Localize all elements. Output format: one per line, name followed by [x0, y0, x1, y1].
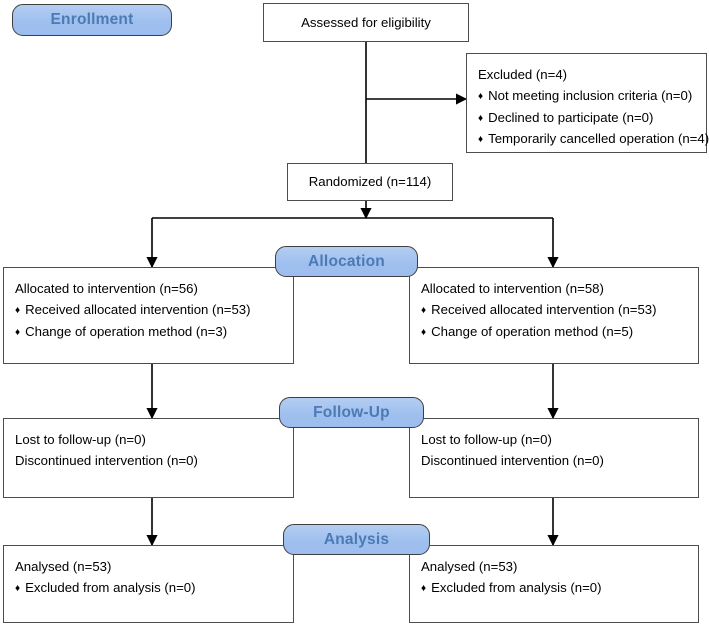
stage-label-enrollment: Enrollment — [50, 11, 134, 28]
stage-badge-allocation: Allocation — [275, 246, 418, 277]
stage-label-allocation: Allocation — [308, 252, 385, 270]
stage-label-analysis: Analysis — [323, 530, 390, 548]
node-line: Analysed (n=53) — [421, 559, 518, 574]
node-line: Discontinued intervention (n=0) — [421, 453, 604, 469]
node-analysis-left: Analysed (n=53) Excluded from analysis (… — [3, 545, 294, 623]
node-line: Discontinued intervention (n=0) — [15, 453, 198, 469]
stage-badge-followup: Follow-Up — [279, 397, 424, 428]
node-randomized: Randomized (n=114) — [287, 163, 453, 201]
stage-badge-analysis: Analysis — [283, 524, 430, 555]
node-line: Not meeting inclusion criteria (n=0) — [478, 85, 695, 106]
node-line: Temporarily cancelled operation (n=4) — [478, 128, 709, 149]
node-allocation-right: Allocated to intervention (n=58) Receive… — [409, 267, 699, 364]
node-line: Change of operation method (n=5) — [421, 321, 687, 342]
node-excluded: Excluded (n=4) Not meeting inclusion cri… — [466, 53, 709, 153]
node-line: Allocated to intervention (n=56) — [15, 281, 198, 296]
node-text: Randomized (n=114) — [308, 174, 432, 190]
node-line: Excluded (n=4) — [478, 67, 568, 82]
stage-label-followup: Follow-Up — [313, 403, 390, 421]
node-line: Lost to follow-up (n=0) — [15, 432, 146, 447]
node-line: Excluded from analysis (n=0) — [15, 577, 282, 598]
node-line: Received allocated intervention (n=53) — [421, 299, 687, 320]
node-line: Allocated to intervention (n=58) — [421, 281, 604, 296]
node-line: Change of operation method (n=3) — [15, 321, 282, 342]
node-analysis-right: Analysed (n=53) Excluded from analysis (… — [409, 545, 699, 623]
node-allocation-left: Allocated to intervention (n=56) Receive… — [3, 267, 294, 364]
node-line: Declined to participate (n=0) — [478, 107, 695, 128]
stage-badge-enrollment: Enrollment — [12, 4, 172, 36]
node-line: Excluded from analysis (n=0) — [421, 577, 687, 598]
node-line: Received allocated intervention (n=53) — [15, 299, 282, 320]
node-assessed-for-eligibility: Assessed for eligibility — [263, 3, 469, 42]
node-text: Assessed for eligibility — [301, 14, 431, 30]
node-line: Lost to follow-up (n=0) — [421, 432, 552, 447]
node-followup-right: Lost to follow-up (n=0) Discontinued int… — [409, 418, 699, 498]
node-followup-left: Lost to follow-up (n=0) Discontinued int… — [3, 418, 294, 498]
node-line: Analysed (n=53) — [15, 559, 112, 574]
